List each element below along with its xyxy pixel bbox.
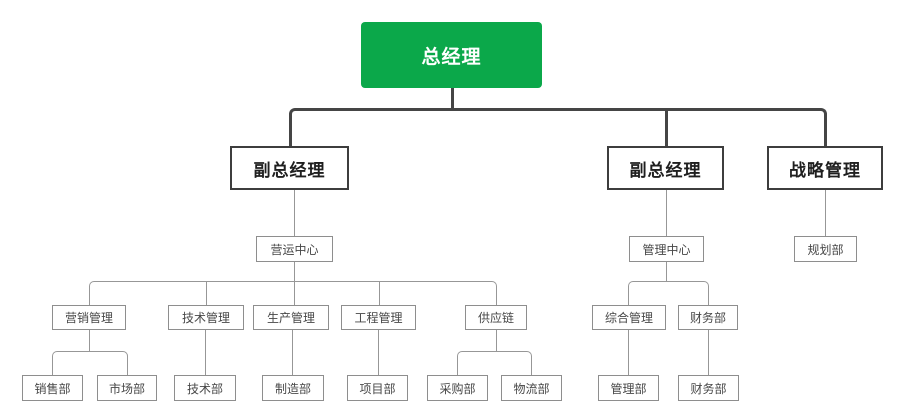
org-node-planning-dept[interactable]: 规划部 xyxy=(794,236,857,262)
connector-line xyxy=(205,330,206,375)
connector-line xyxy=(378,330,379,375)
connector-line xyxy=(666,190,667,236)
org-node-finance-dept[interactable]: 财务部 xyxy=(678,375,739,401)
org-node-engineering-mgmt[interactable]: 工程管理 xyxy=(341,305,416,330)
org-node-deputy-gm-right[interactable]: 副总经理 xyxy=(607,146,724,190)
connector-line xyxy=(294,190,295,236)
connector-line xyxy=(89,330,90,351)
connector-line xyxy=(292,330,293,375)
connector-line xyxy=(294,262,295,305)
org-node-finance-mgmt[interactable]: 财务部 xyxy=(678,305,738,330)
connector-brace xyxy=(628,281,709,305)
org-node-strategy-mgmt[interactable]: 战略管理 xyxy=(767,146,883,190)
connector-brace xyxy=(457,351,532,375)
connector-root-tee xyxy=(665,111,668,146)
org-node-marketing-mgmt[interactable]: 营销管理 xyxy=(52,305,126,330)
org-node-general-manager[interactable]: 总经理 xyxy=(361,22,542,88)
org-node-general-affairs[interactable]: 综合管理 xyxy=(592,305,666,330)
org-node-deputy-gm-left[interactable]: 副总经理 xyxy=(230,146,349,190)
connector-line xyxy=(628,330,629,375)
org-node-technology-dept[interactable]: 技术部 xyxy=(174,375,236,401)
connector-root-brace xyxy=(289,108,827,146)
connector-line xyxy=(206,281,207,305)
connector-line xyxy=(379,281,380,305)
connector-line xyxy=(496,330,497,351)
org-node-project-dept[interactable]: 项目部 xyxy=(347,375,408,401)
org-node-management-center[interactable]: 管理中心 xyxy=(629,236,704,262)
org-node-operations-center[interactable]: 营运中心 xyxy=(256,236,333,262)
org-node-supply-chain[interactable]: 供应链 xyxy=(465,305,527,330)
connector-root-stem xyxy=(451,88,454,111)
connector-brace xyxy=(89,281,497,305)
org-node-technology-mgmt[interactable]: 技术管理 xyxy=(168,305,244,330)
org-node-market-dept[interactable]: 市场部 xyxy=(97,375,157,401)
org-node-logistics-dept[interactable]: 物流部 xyxy=(501,375,562,401)
connector-line xyxy=(708,330,709,375)
connector-brace xyxy=(52,351,128,375)
org-node-production-mgmt[interactable]: 生产管理 xyxy=(253,305,329,330)
org-node-purchasing-dept[interactable]: 采购部 xyxy=(427,375,488,401)
connector-line xyxy=(825,190,826,236)
org-node-sales-dept[interactable]: 销售部 xyxy=(22,375,83,401)
connector-line xyxy=(666,262,667,281)
org-node-manufacturing-dept[interactable]: 制造部 xyxy=(262,375,324,401)
org-node-management-dept[interactable]: 管理部 xyxy=(598,375,659,401)
